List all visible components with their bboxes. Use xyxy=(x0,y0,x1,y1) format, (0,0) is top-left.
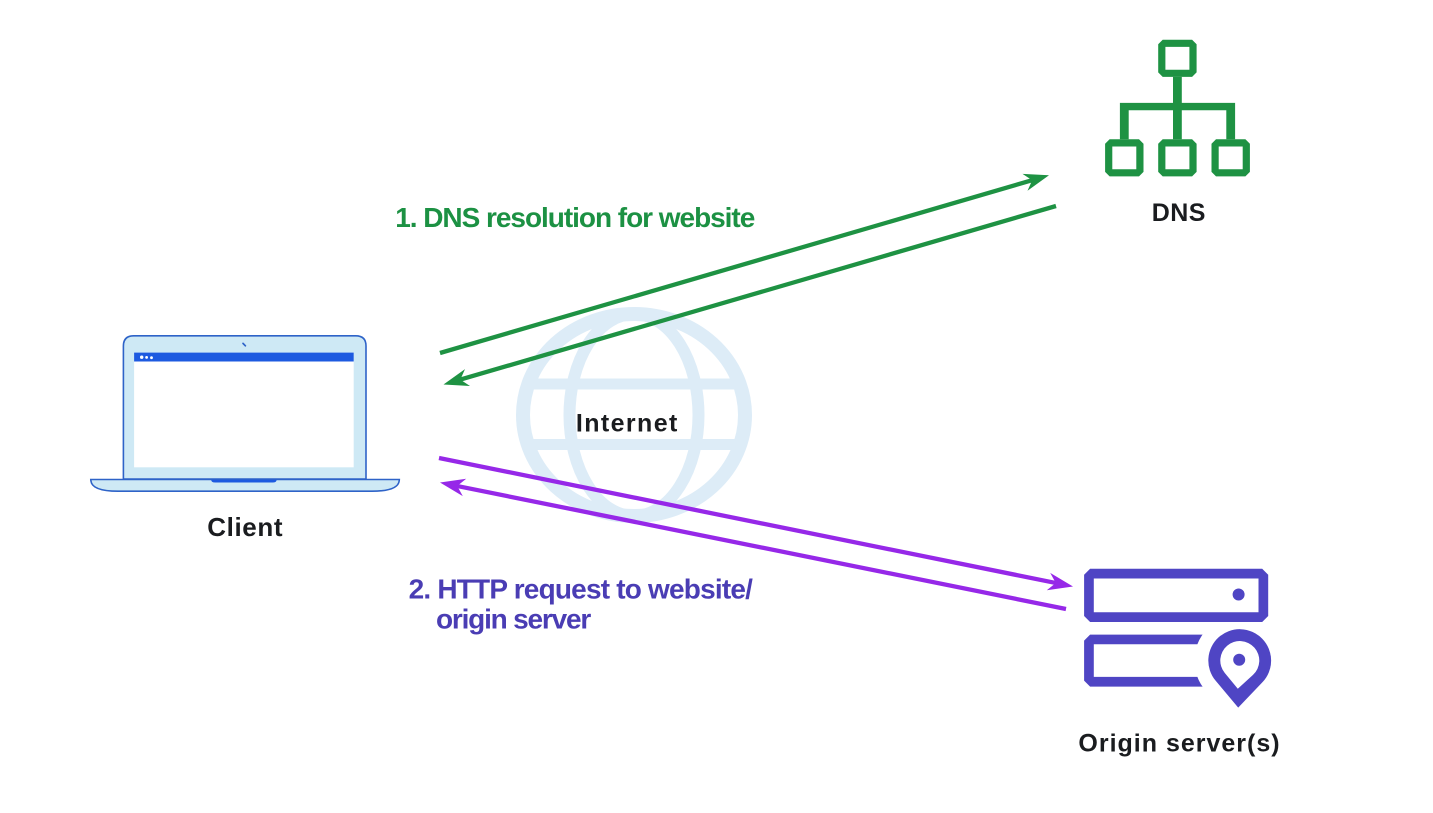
svg-text:DNS: DNS xyxy=(1152,199,1206,227)
svg-text:Internet: Internet xyxy=(576,410,679,438)
svg-text:Origin server(s): Origin server(s) xyxy=(1078,729,1280,757)
svg-text:origin server: origin server xyxy=(436,603,591,634)
svg-text:1. DNS resolution for website: 1. DNS resolution for website xyxy=(395,202,755,233)
svg-text:Client: Client xyxy=(207,512,283,542)
svg-text:2. HTTP request to website/: 2. HTTP request to website/ xyxy=(409,574,754,605)
